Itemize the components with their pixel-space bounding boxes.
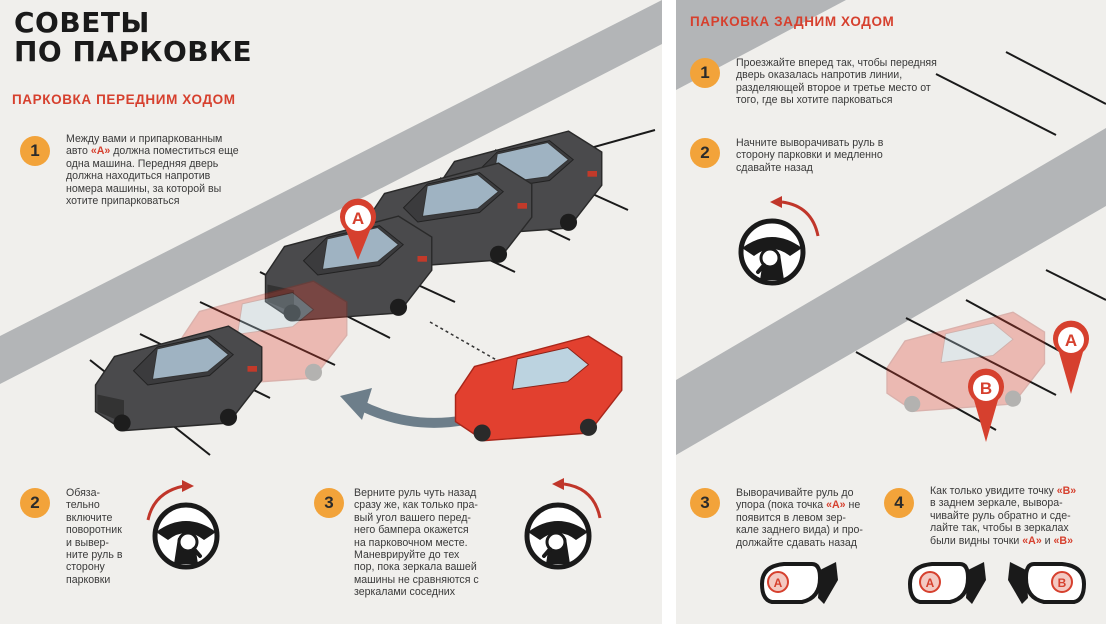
map-pin-icon: A [1053, 320, 1089, 394]
marker-a-label: A [1065, 331, 1077, 350]
reverse-parking-panel: ПАРКОВКА ЗАДНИМ ХОДОМ 1 Проезжайте впере… [676, 0, 1106, 624]
reverse-parking-title: ПАРКОВКА ЗАДНИМ ХОДОМ [690, 14, 895, 29]
side-mirror-icon: A [759, 562, 838, 604]
direction-arrow [357, 400, 466, 428]
steering-wheel-icon [512, 478, 602, 574]
step-number: 1 [690, 58, 720, 88]
steering-wheel-icon [730, 196, 820, 292]
moving-car [454, 335, 623, 443]
front-parking-title: ПАРКОВКА ПЕРЕДНИМ ХОДОМ [12, 92, 236, 107]
side-mirror-icon: A [907, 562, 986, 604]
step-text: Проезжайте вперед так, чтобы передняя дв… [736, 57, 937, 107]
step-number: 3 [690, 488, 720, 518]
steering-wheel-icon [146, 480, 230, 572]
arrow-head [340, 388, 372, 420]
marker-b-label: B [980, 379, 992, 398]
svg-text:A: A [774, 576, 783, 590]
map-pin-icon: B [968, 368, 1004, 442]
step-number: 1 [20, 136, 50, 166]
parked-car [94, 325, 263, 433]
step-text: Верните руль чуть назад сразу же, как то… [354, 487, 479, 599]
step-number: 2 [690, 138, 720, 168]
svg-text:B: B [1058, 576, 1067, 590]
rotate-arrow-icon [781, 200, 820, 237]
svg-text:A: A [926, 576, 935, 590]
step-number: 3 [314, 488, 344, 518]
side-mirror-icon: B [1008, 562, 1087, 604]
step-number: 4 [884, 488, 914, 518]
marker-a-pin: A [1049, 318, 1093, 403]
rotate-arrow-icon [563, 482, 602, 519]
step-text: Выворачивайте руль до упора (пока точка … [736, 487, 863, 549]
rotate-arrow-icon [146, 484, 185, 521]
step-text: Обяза-тельно включите поворотник и вывер… [66, 487, 123, 586]
front-parking-scene [0, 0, 662, 456]
step-number: 2 [20, 488, 50, 518]
marker-a-pin: A [336, 198, 380, 269]
step-text: Между вами и припаркованным авто «А» дол… [66, 133, 239, 208]
marker-b-pin: B [964, 366, 1008, 451]
step-text: Как только увидите точку «В» в заднем зе… [930, 485, 1077, 547]
guide-line [429, 321, 501, 363]
marker-a-label: A [352, 209, 364, 228]
road [0, 0, 662, 384]
step-text: Начните выворачивать руль в сторону парк… [736, 137, 884, 174]
map-pin-icon: A [340, 198, 376, 260]
road [676, 128, 1106, 455]
